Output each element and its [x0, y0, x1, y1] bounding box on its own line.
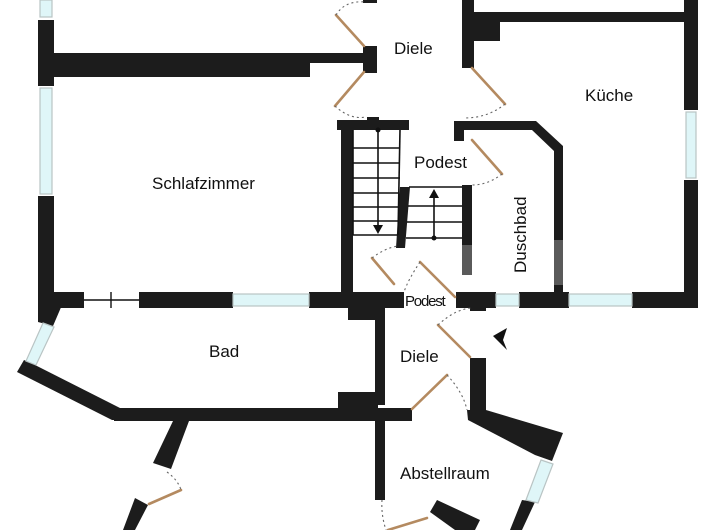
wall-bad-bottom [114, 408, 412, 421]
door-abstellraum[interactable] [410, 373, 468, 411]
room-label-diele-bottom: Diele [400, 347, 439, 366]
door-kueche[interactable] [463, 66, 507, 119]
wall-right-top [684, 0, 698, 110]
wall-abstell-right-low [510, 500, 535, 530]
opening-schlafzimmer-bad [84, 292, 139, 308]
window-bad-left [25, 322, 55, 366]
room-label-bad: Bad [209, 342, 239, 361]
wall-row-f [519, 292, 569, 308]
wall-bad-slant [17, 360, 122, 420]
wall-row-a [38, 292, 84, 308]
room-label-diele-top: Diele [394, 39, 433, 58]
wall-stair-divider [396, 187, 410, 248]
wall-duschbad-left [462, 185, 472, 245]
wall-duschbad-left-grey [462, 245, 472, 275]
wall-left-mid [38, 196, 54, 306]
stairs-up-arrow [429, 189, 439, 241]
entrance-arrow-icon [493, 328, 507, 350]
room-label-abstellraum: Abstellraum [400, 464, 490, 483]
wall-stair-top-cap [367, 117, 379, 123]
wall-diele-left [375, 305, 385, 405]
walls [17, 0, 698, 530]
room-label-podest-bottom: Podest [405, 293, 447, 310]
door-duschbad[interactable] [470, 138, 504, 186]
wall-duschbad-right-grey [554, 240, 563, 285]
wall-pillar-top-edge [363, 0, 377, 3]
wall-horizontal-top [52, 53, 310, 77]
door-stair-left[interactable] [370, 245, 399, 286]
windows [25, 0, 697, 504]
window-bad-top [232, 293, 310, 307]
wall-kueche-corner [462, 12, 500, 41]
wall-bad-bottom-block [338, 392, 378, 410]
room-labels: Diele Küche Schlafzimmer Podest Duschbad… [152, 39, 633, 483]
wall-row-e [456, 292, 496, 308]
wall-podest-jamb [454, 121, 464, 141]
window-left-top [39, 0, 53, 18]
room-label-kueche: Küche [585, 86, 633, 105]
wall-stair-left [341, 120, 353, 305]
wall-abstell-left [375, 420, 385, 500]
wall-horizontal-top-thin [305, 53, 363, 63]
wall-left-top [38, 20, 54, 86]
wall-row-d [360, 292, 404, 308]
door-stair-right[interactable] [403, 260, 457, 299]
doors [147, 1, 507, 530]
window-abstellraum [525, 459, 554, 504]
wall-lower-left-slant-b [123, 498, 148, 530]
stairs-down [352, 127, 401, 236]
window-duschbad [495, 293, 520, 307]
window-left-schlafzimmer [39, 87, 53, 195]
wall-right-bottom [684, 180, 698, 308]
door-lower-left[interactable] [147, 471, 183, 506]
wall-abstell-bottom [430, 500, 480, 530]
window-kueche-bottom [568, 293, 633, 307]
wall-pillar-top [363, 46, 377, 73]
stairs-down-arrow [373, 127, 383, 234]
wall-row-b [139, 292, 233, 308]
door-top-upper[interactable] [334, 1, 367, 48]
wall-row-g [632, 292, 698, 308]
wall-stair-top [337, 120, 409, 130]
wall-abstell-top [467, 410, 563, 461]
door-abstell-bottom[interactable] [381, 499, 429, 530]
stairs-up [406, 186, 462, 241]
wall-kueche-top [462, 12, 698, 22]
wall-row-e-cap [470, 305, 486, 311]
door-schlafzimmer[interactable] [333, 70, 367, 119]
room-label-podest-top: Podest [414, 153, 467, 172]
door-diele-upper[interactable] [436, 307, 473, 359]
wall-diele-right [470, 358, 486, 413]
wall-bad-corner [38, 305, 62, 326]
room-label-duschbad: Duschbad [511, 196, 530, 273]
window-kueche [685, 111, 697, 179]
room-label-schlafzimmer: Schlafzimmer [152, 174, 255, 193]
wall-lower-left-slant-a [153, 421, 189, 469]
